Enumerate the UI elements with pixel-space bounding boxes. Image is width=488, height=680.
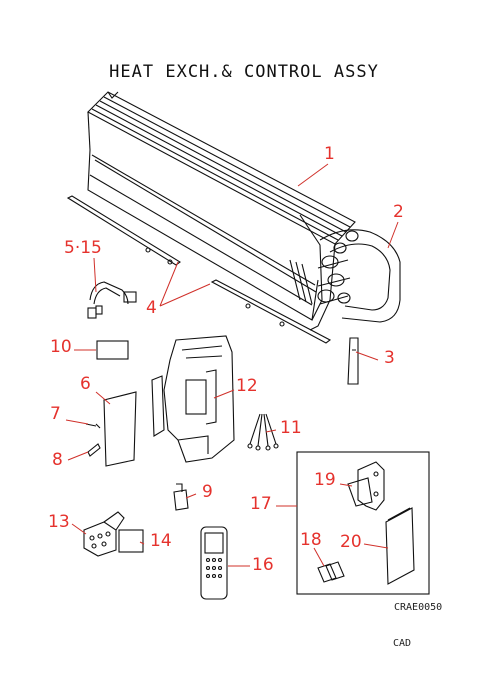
cad-label: CAD (393, 638, 412, 649)
wire-leads-part (247, 413, 279, 451)
callout-16: 16 (252, 555, 274, 575)
terminal-label-part (118, 529, 144, 553)
callout-5-15: 5·15 (64, 238, 102, 258)
drawing-code: CRAE0050 (394, 602, 443, 613)
callout-18: 18 (300, 530, 322, 550)
callout-12: 12 (236, 376, 258, 396)
callout-14: 14 (150, 531, 172, 551)
label-plate-part (96, 340, 129, 360)
remote-control-part (200, 526, 228, 600)
callout-10: 10 (50, 337, 72, 357)
callout-1: 1 (324, 144, 335, 164)
callout-17: 17 (250, 494, 272, 514)
callout-13: 13 (48, 512, 70, 532)
bracket-part (347, 337, 359, 385)
piping-part (317, 229, 401, 323)
rail-parts (66, 195, 332, 344)
sensor-harness-part (87, 281, 137, 319)
remote-holder-part (347, 461, 385, 511)
diagram-title: HEAT EXCH.& CONTROL ASSY (109, 62, 379, 82)
callout-2: 2 (393, 202, 404, 222)
callout-6: 6 (80, 374, 91, 394)
sensor-pin-part (85, 423, 101, 429)
batteries-part (317, 561, 345, 583)
callout-8: 8 (52, 450, 63, 470)
callout-4: 4 (146, 298, 157, 318)
control-box-part (151, 335, 235, 463)
terminal-block-part (83, 511, 125, 557)
leader-lines (65, 163, 399, 567)
callout-20: 20 (340, 532, 362, 552)
callout-19: 19 (314, 470, 336, 490)
accessory-box (296, 451, 430, 595)
callout-11: 11 (280, 418, 302, 438)
callout-3: 3 (384, 348, 395, 368)
connector-part (173, 483, 189, 511)
insulator-part (103, 391, 137, 467)
callout-7: 7 (50, 404, 61, 424)
manual-part (385, 507, 415, 585)
callout-9: 9 (202, 482, 213, 502)
heat-exchanger-part (87, 91, 356, 331)
thermistor-part (87, 443, 101, 457)
